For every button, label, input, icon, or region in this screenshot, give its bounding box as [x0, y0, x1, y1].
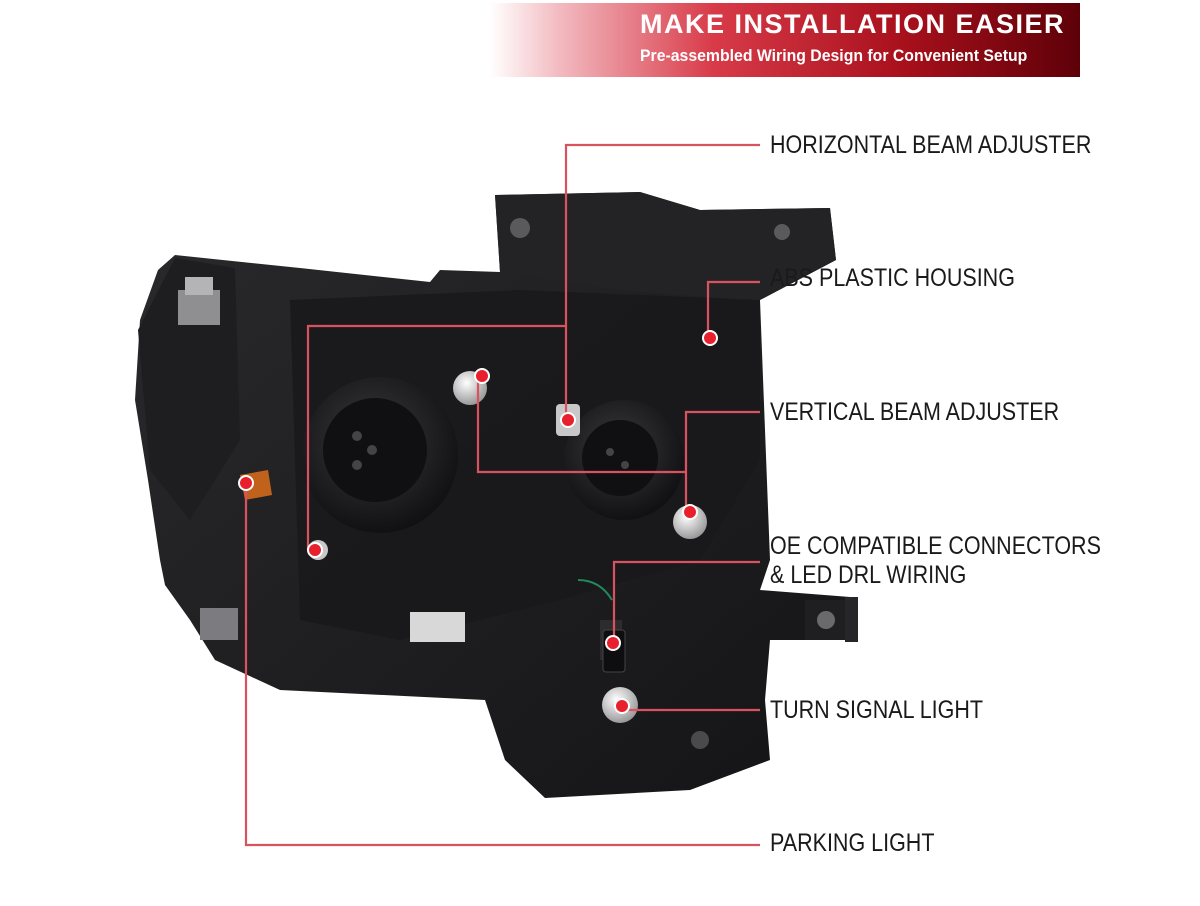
marker-abs-housing — [702, 330, 718, 346]
marker-turn-signal — [614, 698, 630, 714]
marker-horizontal-knob — [474, 368, 490, 384]
headlight-housing — [135, 192, 858, 798]
label-oe-compatible-connectors: OE COMPATIBLE CONNECTORS — [770, 532, 1101, 560]
label-horizontal-beam-adjuster: HORIZONTAL BEAM ADJUSTER — [770, 131, 1092, 159]
marker-vertical-beam — [682, 504, 698, 520]
label-led-drl-wiring: & LED DRL WIRING — [770, 561, 967, 589]
vertical-adjuster-knob — [673, 505, 707, 539]
label-abs-plastic-housing: ABS PLASTIC HOUSING — [770, 264, 1015, 292]
label-parking-light: PARKING LIGHT — [770, 829, 935, 857]
leader-line-vertical-screw — [306, 324, 566, 550]
marker-vertical-screw — [307, 542, 323, 558]
marker-horizontal-beam — [560, 412, 576, 428]
marker-connectors — [605, 635, 621, 651]
leader-line-connectors — [612, 560, 760, 642]
banner-subtitle: Pre-assembled Wiring Design for Convenie… — [640, 46, 1028, 65]
leader-line-horizontal-knob — [476, 382, 686, 474]
banner-title: MAKE INSTALLATION EASIER — [640, 9, 1065, 39]
leader-line-abs-housing — [706, 280, 760, 338]
leader-line-horizontal-beam — [564, 143, 760, 420]
label-vertical-beam-adjuster: VERTICAL BEAM ADJUSTER — [770, 398, 1060, 426]
callout-markers — [238, 330, 718, 714]
drl-wire — [577, 579, 613, 601]
leader-line-parking-light — [244, 485, 760, 847]
header-banner: MAKE INSTALLATION EASIER Pre-assembled W… — [490, 3, 1080, 77]
marker-parking-light — [238, 475, 254, 491]
label-turn-signal-light: TURN SIGNAL LIGHT — [770, 696, 984, 724]
leader-line-vertical-beam — [684, 410, 760, 512]
